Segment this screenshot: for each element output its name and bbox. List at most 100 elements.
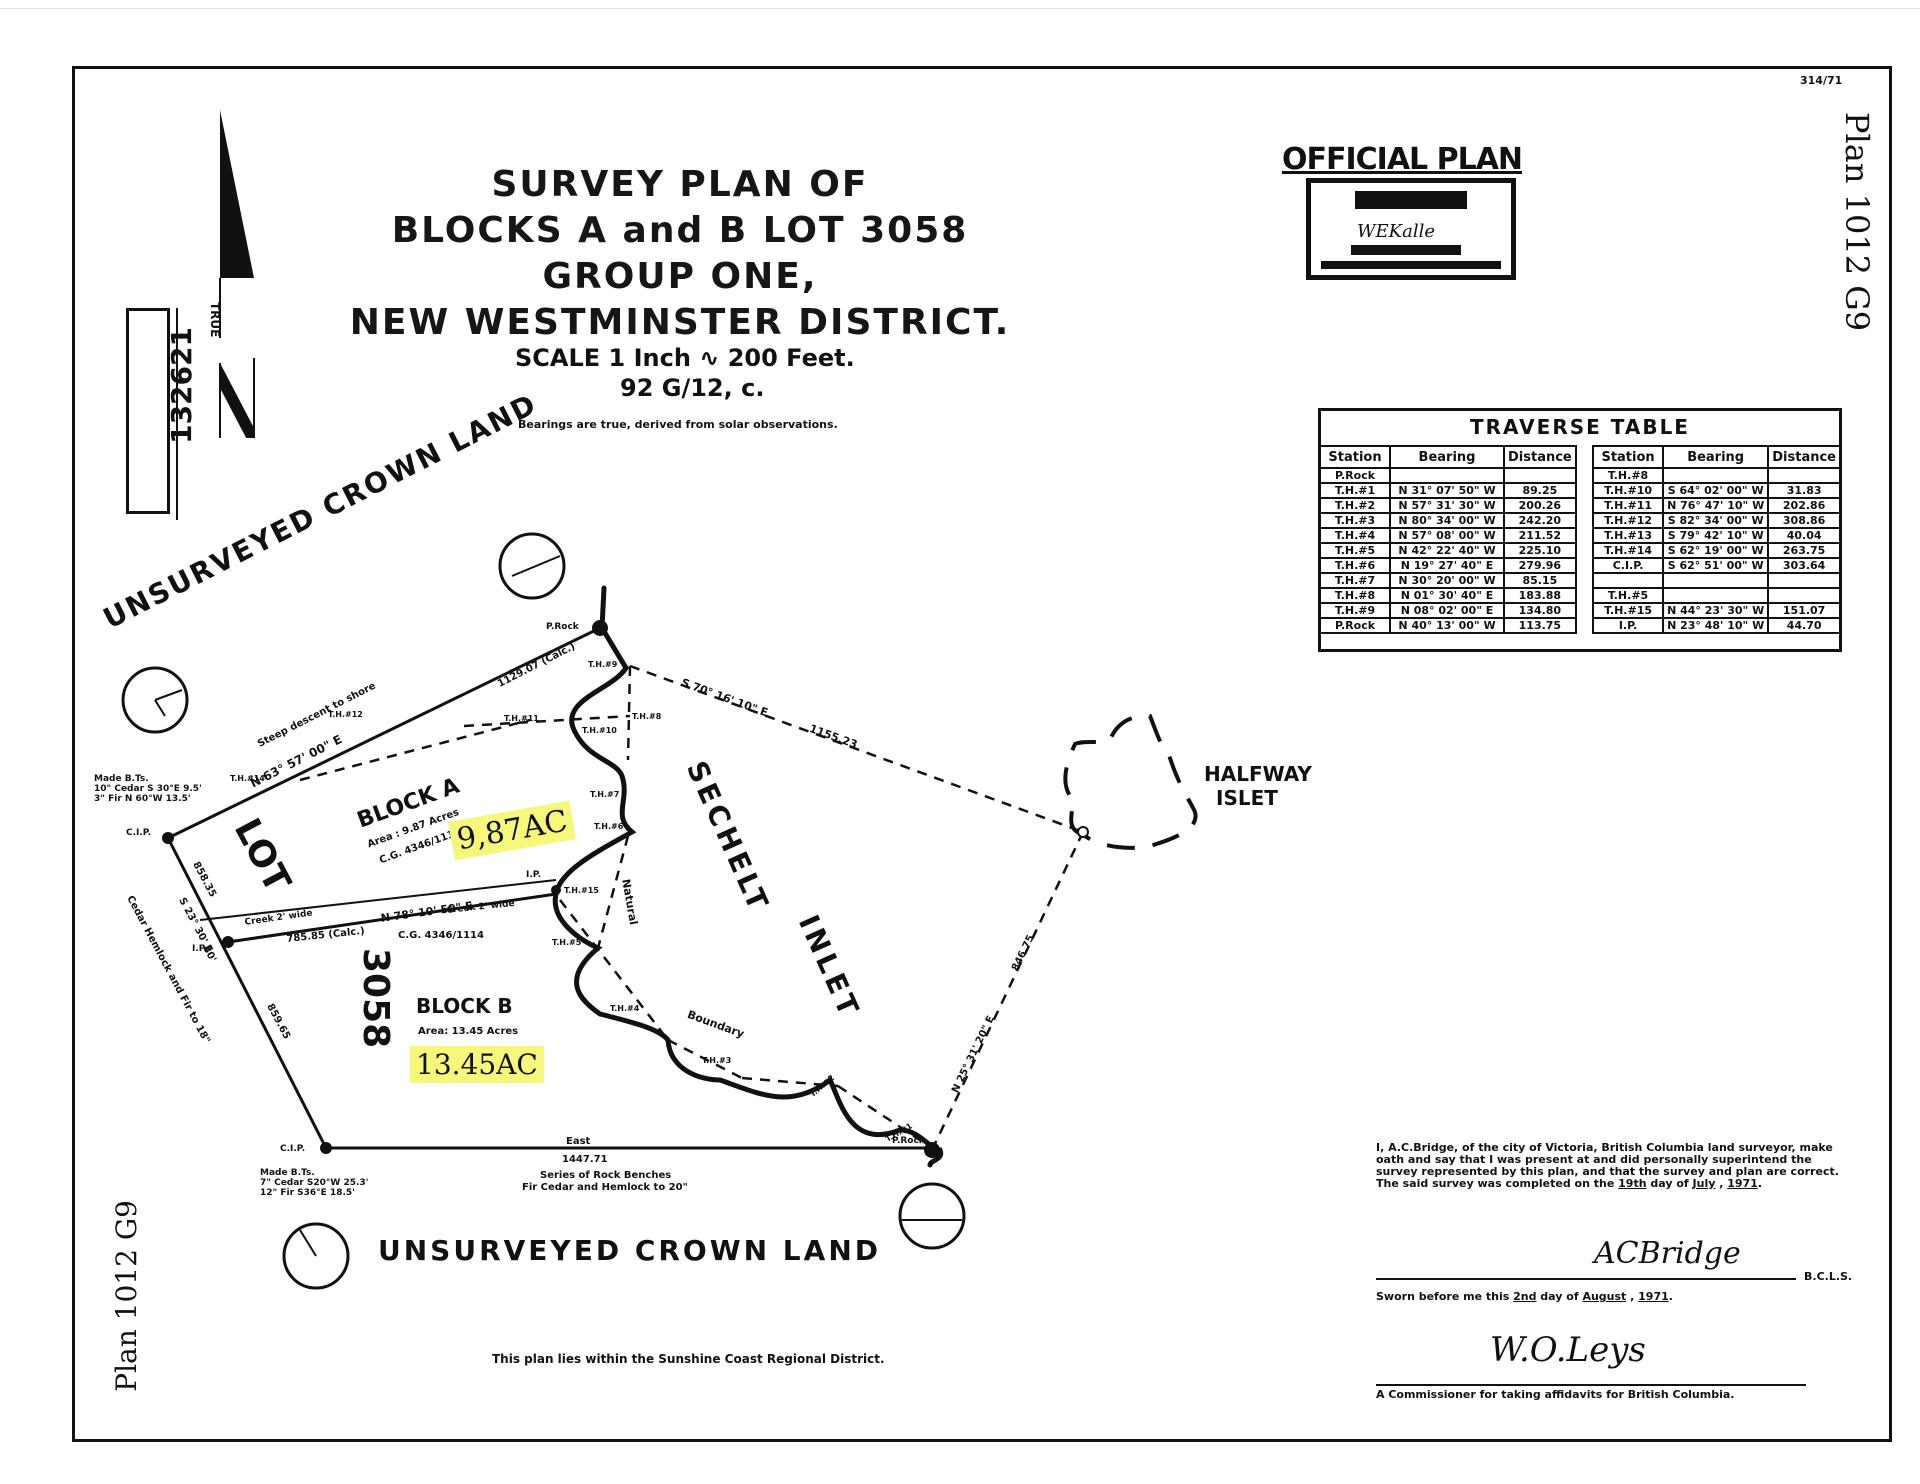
- cell: S 79° 42' 10" W: [1662, 527, 1770, 544]
- th-4-label: T.H.#4: [610, 1004, 640, 1013]
- col-bearing: Bearing: [1662, 445, 1770, 469]
- col-distance: Distance: [1503, 445, 1577, 469]
- cell: T.H.#8: [1592, 467, 1665, 484]
- title-line-1: SURVEY PLAN OF: [491, 164, 869, 205]
- cell: N 40° 13' 00" W: [1389, 617, 1505, 634]
- rock-benches-note-1: Series of Rock Benches: [540, 1170, 672, 1181]
- th-7-label: T.H.#7: [590, 790, 620, 799]
- cell: [1767, 467, 1841, 484]
- commissioner-signature: W.O.Leys: [1490, 1330, 1646, 1370]
- ip-east-label: I.P.: [526, 870, 542, 880]
- th-11-label: T.H.#11: [504, 714, 539, 723]
- bts-sw-title: Made B.Ts.: [260, 1168, 315, 1178]
- lot-number-label: 3058: [355, 948, 396, 1049]
- document-number-rule: [176, 308, 178, 520]
- cell: N 31° 07' 50" W: [1389, 482, 1505, 499]
- table-row: [1592, 572, 1841, 589]
- affidavit-month: July: [1692, 1177, 1716, 1190]
- affidavit-year: 1971: [1727, 1177, 1758, 1190]
- th-14-label: T.H.#14: [230, 774, 265, 783]
- cell: 211.52: [1503, 527, 1577, 544]
- regional-district-note: This plan lies within the Sunshine Coast…: [492, 1352, 885, 1366]
- table-row: P.Rock: [1319, 467, 1577, 484]
- cell: 279.96: [1503, 557, 1577, 574]
- cell: S 62° 51' 00" W: [1662, 557, 1770, 574]
- cell: T.H.#7: [1319, 572, 1391, 589]
- cell: [1662, 467, 1770, 484]
- ip-west-label: I.P.: [192, 944, 208, 954]
- bts-nw-2: 3" Fir N 60°W 13.5': [94, 794, 191, 804]
- scan-edge-line: [0, 8, 1920, 9]
- bearing-trees-sw: Made B.Ts. 7" Cedar S20°W 25.3' 12" Fir …: [260, 1168, 368, 1198]
- cell: P.Rock: [1319, 617, 1391, 634]
- cell: T.H.#11: [1592, 497, 1665, 514]
- block-b-handwritten-area: 13.45AC: [410, 1046, 544, 1083]
- south-line-length: 1447.71: [562, 1154, 608, 1165]
- official-plan-label: OFFICIAL PLAN: [1282, 142, 1523, 177]
- affidavit-text: ,: [1715, 1177, 1728, 1190]
- sworn-statement: Sworn before me this 2nd day of August ,…: [1376, 1290, 1673, 1303]
- cell: I.P.: [1592, 617, 1665, 634]
- bts-sw-2: 12" Fir S36°E 18.5': [260, 1188, 355, 1198]
- col-station: Station: [1592, 445, 1665, 469]
- cell: N 80° 34' 00" W: [1389, 512, 1505, 529]
- cell: T.H.#5: [1319, 542, 1391, 559]
- scale-label: SCALE 1 Inch ∿ 200 Feet.: [515, 344, 855, 372]
- cell: 134.80: [1503, 602, 1577, 619]
- surveyor-signature-line: [1376, 1278, 1796, 1280]
- sworn-text: day of: [1536, 1290, 1583, 1303]
- plan-title: SURVEY PLAN OF BLOCKS A and B LOT 3058 G…: [330, 162, 1030, 346]
- table-row: T.H.#5: [1592, 587, 1841, 604]
- cell: N 42° 22' 40" W: [1389, 542, 1505, 559]
- islet-label: ISLET: [1216, 786, 1278, 810]
- th-15-label: T.H.#15: [564, 886, 599, 895]
- cell: 242.20: [1503, 512, 1577, 529]
- sworn-year: 1971: [1638, 1290, 1669, 1303]
- cell: P.Rock: [1319, 467, 1391, 484]
- col-station: Station: [1319, 445, 1391, 469]
- bts-nw-title: Made B.Ts.: [94, 774, 149, 784]
- traverse-table-title: TRAVERSE TABLE: [1470, 415, 1690, 439]
- th-9-label: T.H.#9: [588, 660, 618, 669]
- cell: N 57° 31' 30" W: [1389, 497, 1505, 514]
- th-8-label: T.H.#8: [632, 712, 662, 721]
- cell: N 08° 02' 00" E: [1389, 602, 1505, 619]
- cell: 113.75: [1503, 617, 1577, 634]
- affidavit-text: I, A.C.Bridge, of the city of Victoria, …: [1376, 1141, 1839, 1190]
- cell: N 76° 47' 10" W: [1662, 497, 1770, 514]
- affidavit-text: day of: [1646, 1177, 1693, 1190]
- cell: T.H.#8: [1319, 587, 1391, 604]
- cell: T.H.#2: [1319, 497, 1391, 514]
- cell: 303.64: [1767, 557, 1841, 574]
- cell: T.H.#14: [1592, 542, 1665, 559]
- cell: T.H.#4: [1319, 527, 1391, 544]
- block-b-label: BLOCK B: [416, 994, 513, 1018]
- cell: S 64° 02' 00" W: [1662, 482, 1770, 499]
- surveyor-signature: ACBridge: [1594, 1236, 1741, 1271]
- affidavit-text: .: [1757, 1177, 1763, 1190]
- th-10-label: T.H.#10: [582, 726, 617, 735]
- cell: T.H.#1: [1319, 482, 1391, 499]
- sheet-reference: 314/71: [1800, 74, 1843, 87]
- cell: N 23° 48' 10" W: [1662, 617, 1770, 634]
- cell: 151.07: [1767, 602, 1841, 619]
- sworn-text: ,: [1626, 1290, 1639, 1303]
- bearing-trees-nw: Made B.Ts. 10" Cedar S 30°E 9.5' 3" Fir …: [94, 774, 202, 804]
- sworn-text: .: [1668, 1290, 1673, 1303]
- th-12-label: T.H.#12: [328, 710, 363, 719]
- cell: 40.04: [1767, 527, 1841, 544]
- bearings-note: Bearings are true, derived from solar ob…: [518, 418, 838, 431]
- cell: [1662, 587, 1770, 604]
- col-bearing: Bearing: [1389, 445, 1505, 469]
- document-number-box: 132621: [126, 308, 198, 514]
